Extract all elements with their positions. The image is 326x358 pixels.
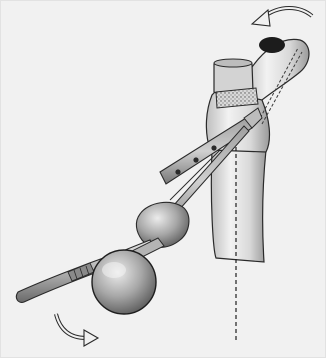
femoral-head-cavity (259, 37, 285, 53)
disc-highlight (102, 262, 126, 278)
hammer-disc (92, 250, 156, 314)
femur-shaft (211, 150, 266, 262)
fragment-top (214, 59, 252, 67)
plate-hole-2 (193, 157, 198, 162)
plate-hole-1 (175, 169, 180, 174)
bone-graft-wedge (216, 88, 258, 108)
plate-hole-3 (211, 145, 216, 150)
